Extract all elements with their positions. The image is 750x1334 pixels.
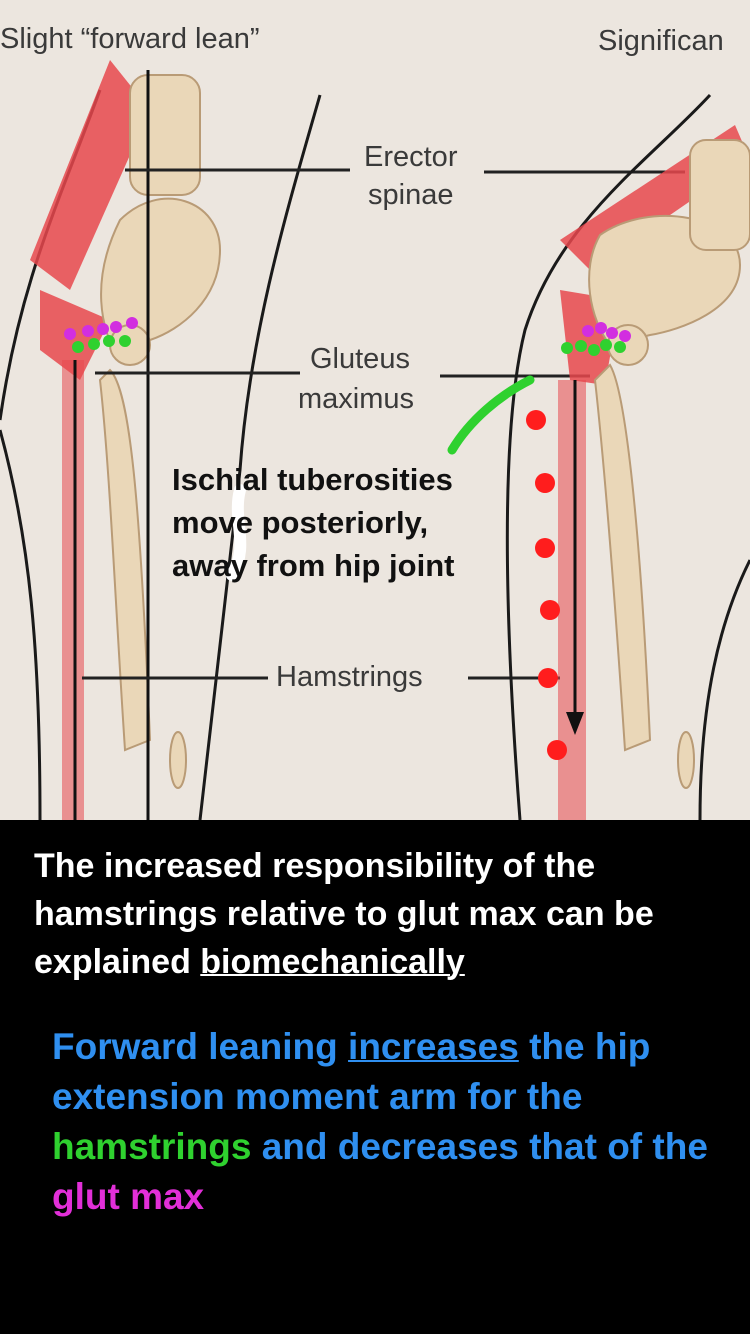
conclusion-part-2: the hip extension moment arm for the (52, 1026, 651, 1117)
ischial-tuberosity-green-mark (447, 375, 535, 455)
left-erector-spinae-muscle (30, 60, 150, 290)
figure-drawing (0, 60, 750, 820)
glut-max-highlight: glut max (52, 1176, 205, 1217)
anatomy-figure: Slight “forward lean” Significan Erector… (0, 0, 750, 820)
right-femur-bone (593, 363, 652, 752)
left-leg-back-outline (0, 429, 42, 820)
conclusion-part-3: and decreases that of the (251, 1126, 708, 1167)
right-glut-max-dots (582, 322, 631, 342)
erector-spinae-label-1: Erector (364, 141, 458, 173)
right-vertebrae (689, 139, 750, 251)
explanation-caption: The increased responsibility of the hams… (34, 842, 724, 986)
annotation-line-1: Ischial tuberosities (172, 462, 453, 497)
header-right: Significan (598, 25, 724, 57)
white-scribble (226, 484, 247, 581)
left-fibula-bone (169, 731, 187, 789)
biomechanically-underlined: biomechanically (200, 943, 465, 981)
explanation-text: The increased responsibility of the hams… (34, 847, 654, 981)
right-body-outline (505, 93, 712, 820)
erector-spinae-label-2: spinae (368, 179, 454, 211)
right-leg-back-outline (698, 559, 750, 820)
right-fibula-bone (677, 731, 695, 789)
left-hamstrings-dots (72, 335, 131, 353)
gluteus-maximus-label-2: maximus (298, 383, 415, 415)
left-glut-max-dots (64, 317, 138, 340)
left-hamstring-muscle (62, 360, 84, 820)
right-hamstrings-dots (561, 339, 626, 356)
conclusion-part-1: Forward leaning (52, 1026, 349, 1067)
annotation-line-2: move posteriorly, (172, 505, 429, 540)
annotation-line-3: away from hip joint (172, 548, 455, 583)
hamstrings-label: Hamstrings (276, 661, 423, 693)
red-moment-arm-dots (526, 410, 567, 760)
increases-underlined: increases (348, 1026, 519, 1067)
left-femur-bone (98, 368, 152, 752)
left-vertebrae (129, 74, 201, 196)
conclusion-caption: Forward leaning increases the hip extens… (52, 1022, 732, 1222)
gluteus-maximus-label-1: Gluteus (310, 343, 410, 375)
right-arrowhead (566, 712, 584, 735)
hamstrings-highlight: hamstrings (52, 1126, 252, 1167)
header-left: Slight “forward lean” (0, 23, 260, 55)
ischial-tuberosities-annotation: Ischial tuberosities move posteriorly, a… (172, 458, 454, 587)
left-leg-front-outline (198, 94, 322, 820)
